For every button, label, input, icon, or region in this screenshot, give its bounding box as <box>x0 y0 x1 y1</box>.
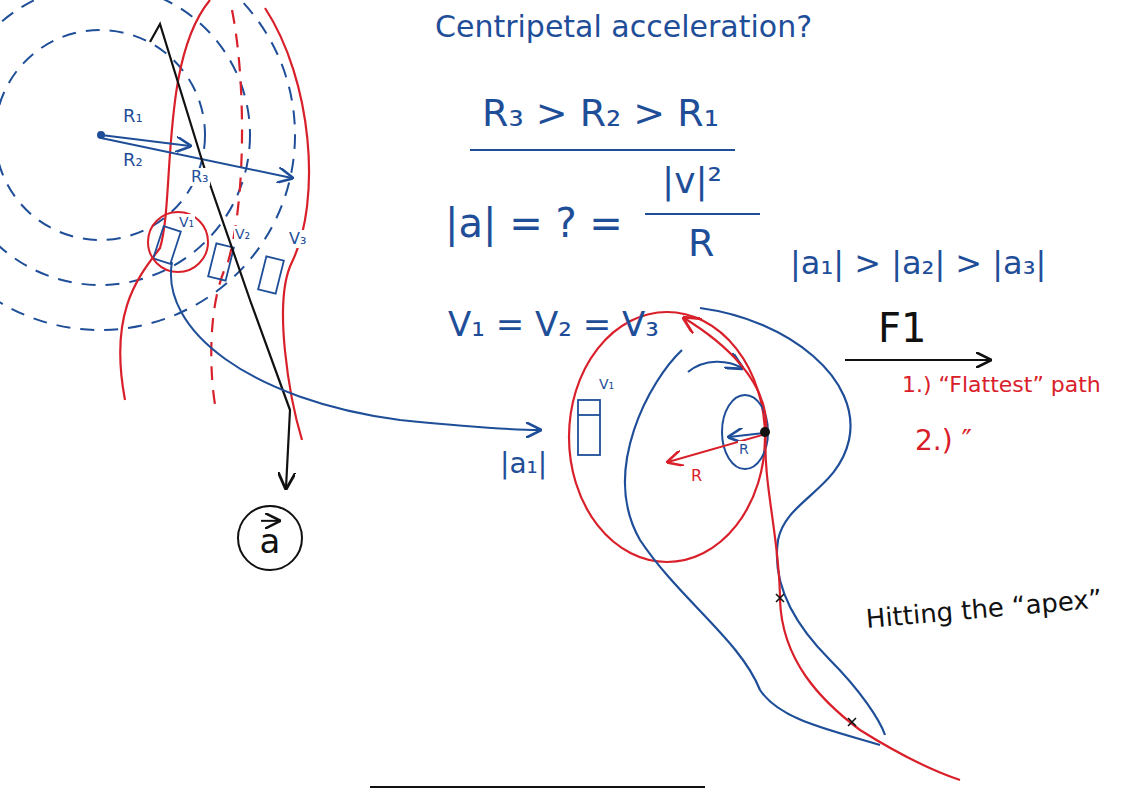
speed-label: V₁ <box>178 214 195 230</box>
car-zoomed <box>578 400 600 455</box>
magnify-leader <box>171 262 540 430</box>
circle-r1 <box>0 30 205 240</box>
node-circle <box>238 506 302 570</box>
acceleration-label: |a₁| <box>500 448 547 480</box>
car-3 <box>258 256 284 293</box>
circled-vector: a <box>237 505 303 571</box>
car-2 <box>208 243 234 280</box>
speed-label: V₁ <box>598 376 615 392</box>
magnify-circle <box>148 212 208 272</box>
radius-label: R <box>690 467 703 485</box>
road-inner-edge <box>120 0 210 400</box>
heading: F1 <box>878 305 926 351</box>
radius-label: R <box>738 441 750 457</box>
underline <box>470 149 735 151</box>
mark-x <box>776 594 784 602</box>
road <box>120 0 309 440</box>
speed-label: V₂ <box>234 226 251 242</box>
cars <box>153 226 284 294</box>
large-radius-arrow <box>668 434 766 462</box>
note: Hitting the “apex” <box>865 584 1104 634</box>
car-windshield <box>578 414 600 416</box>
inequality: |a₁| > |a₂| > |a₃| <box>790 245 1046 282</box>
road-outer-edge <box>265 8 309 440</box>
denominator: R <box>688 222 714 266</box>
radius-label: R₂ <box>122 150 144 171</box>
mark-x <box>848 718 856 726</box>
circle-r3 <box>0 0 295 330</box>
radius-circles <box>0 0 295 330</box>
f1-underline <box>845 359 990 361</box>
marks <box>776 594 856 726</box>
speed-label: V₃ <box>288 230 307 248</box>
formula: |a| = ? = <box>445 200 623 246</box>
vector-symbol: a <box>237 505 303 561</box>
bottom-line <box>370 786 705 788</box>
car-1 <box>153 226 181 264</box>
track-edges <box>625 308 885 745</box>
car-body <box>578 400 600 455</box>
note: 1.) “Flattest” path <box>902 372 1101 397</box>
fraction-bar <box>645 213 760 215</box>
large-radius-circle <box>569 312 765 562</box>
radius-label: R₃ <box>190 168 210 186</box>
track-outer <box>700 308 885 735</box>
apex-point <box>760 427 770 437</box>
radius-label: R₁ <box>122 106 144 127</box>
equality: V₁ = V₂ = V₃ <box>448 305 659 344</box>
note: 2.) ″ <box>915 425 972 457</box>
inequality: R₃ > R₂ > R₁ <box>482 92 719 136</box>
road-centre-line <box>211 10 242 410</box>
racing-line <box>150 24 290 488</box>
numerator: |v|² <box>662 160 722 201</box>
title: Centripetal acceleration? <box>435 10 812 45</box>
track-inner <box>625 350 880 745</box>
track-hook <box>688 362 742 372</box>
